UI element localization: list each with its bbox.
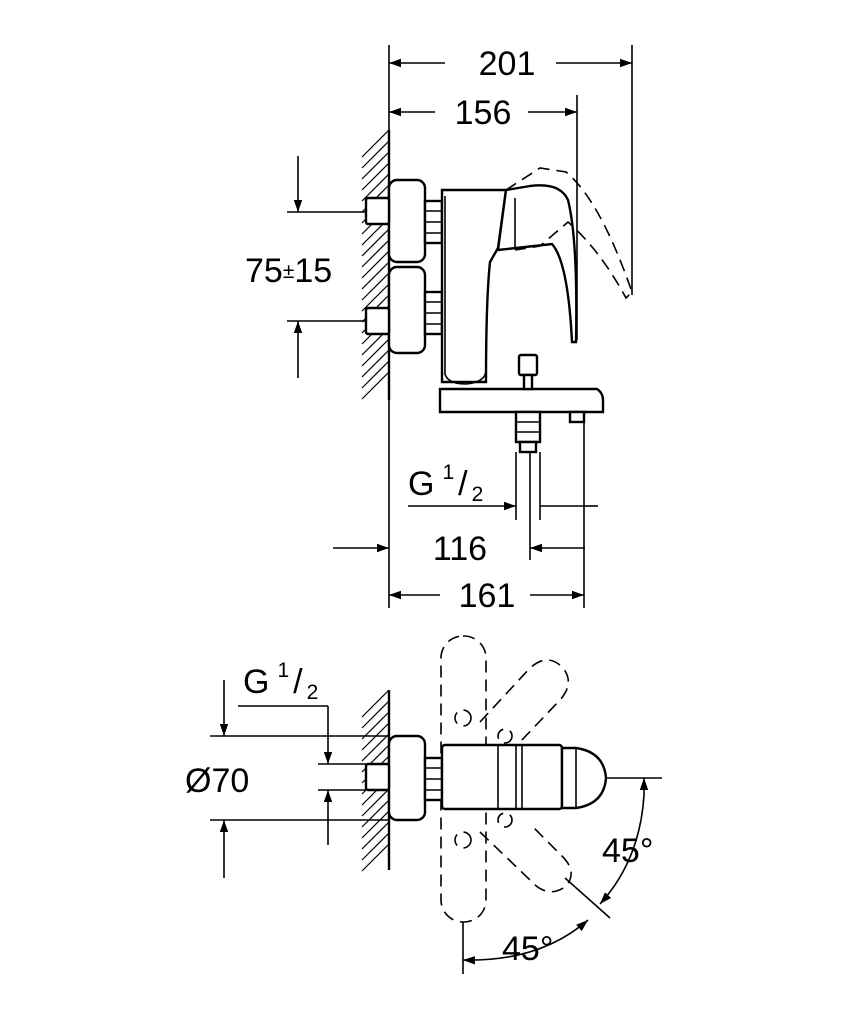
cartridge-cap: [560, 746, 608, 810]
hatch-line: [361, 228, 390, 257]
wall-nipple-top: [364, 762, 391, 792]
lower-union-nut: [423, 290, 444, 336]
hatch-line: [361, 261, 390, 290]
dim-201: 201: [479, 45, 536, 83]
hatch-line: [361, 832, 390, 861]
hatch-line: [361, 283, 390, 312]
hatch-line: [361, 843, 390, 872]
dim-75-15: 75±15: [245, 252, 332, 290]
lower-wall-nipple: [364, 306, 391, 336]
spout: [438, 387, 605, 414]
side-view: 201 156 75±15 G 1 / 2 116: [245, 45, 633, 615]
hatch-line: [361, 129, 390, 158]
hatch-line: [361, 689, 390, 718]
upper-union-nut: [423, 199, 444, 245]
dim-diameter-70: Ø70: [185, 762, 249, 800]
hatch-line: [361, 338, 390, 367]
union-nut-top: [423, 756, 444, 802]
hatch-line: [361, 360, 390, 389]
upper-wall-nipple: [364, 196, 391, 226]
upper-rosette: [387, 178, 427, 264]
hatch-line: [361, 711, 390, 740]
hose-outlet: [514, 410, 542, 454]
dim-156: 156: [455, 94, 512, 132]
rosette-top: [387, 734, 427, 822]
angle-arc-lower: [462, 919, 589, 965]
lower-rosette: [387, 265, 427, 355]
hatch-line: [361, 799, 390, 828]
hatch-line: [361, 239, 390, 268]
thread-size-top: G 1 / 2: [243, 659, 318, 704]
hatch-line: [361, 173, 390, 202]
hatch-line: [361, 272, 390, 301]
dim-161: 161: [459, 577, 516, 615]
angle-45-upper: 45°: [602, 832, 653, 870]
dim-116: 116: [433, 530, 487, 568]
hatch-line: [361, 140, 390, 169]
diverter-knob: [517, 353, 539, 377]
hatch-line: [361, 788, 390, 817]
thread-size-side: G 1 / 2: [408, 461, 483, 506]
angle-arc-upper: [599, 778, 649, 905]
lever-handle: [496, 184, 578, 344]
angle-45-lower: 45°: [502, 930, 553, 968]
mixer-body-top: [440, 743, 564, 811]
hatch-line: [361, 810, 390, 839]
hatch-line: [361, 349, 390, 378]
hatch-line: [361, 151, 390, 180]
hatch-line: [361, 371, 390, 400]
hatch-line: [361, 700, 390, 729]
mixer-body: [440, 188, 508, 384]
wall-hatching: [361, 129, 391, 400]
top-view: G 1 / 2 Ø70 45° 45°: [185, 635, 662, 974]
hatch-line: [361, 733, 390, 762]
hatch-line: [361, 250, 390, 279]
lever-open-position: [505, 167, 633, 300]
hatch-line: [361, 821, 390, 850]
hatch-line: [361, 162, 390, 191]
